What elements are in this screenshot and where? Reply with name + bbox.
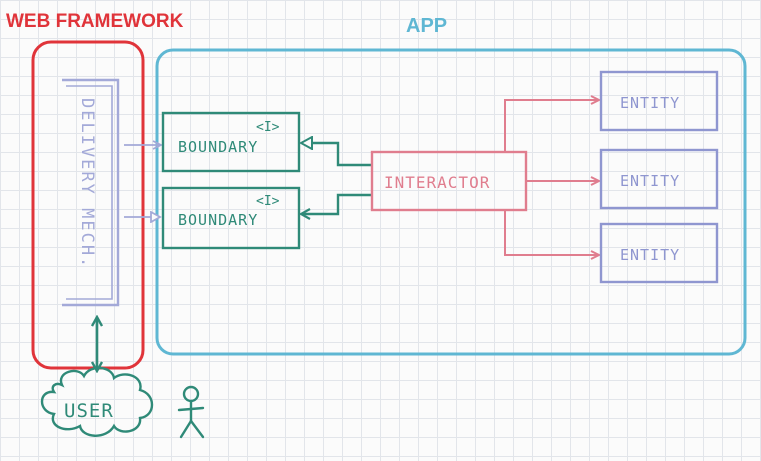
- boundary-bottom-interface-marker: <I>: [256, 194, 280, 209]
- delivery-mechanism: DELIVERY MECH.: [62, 78, 120, 307]
- entity-1-label: ENTITY: [620, 94, 680, 112]
- interactor-to-entity-1-arrow: [504, 100, 598, 152]
- entity-3: ENTITY: [599, 222, 719, 284]
- user-cloud: USER: [40, 366, 154, 437]
- app-title: APP: [406, 15, 447, 37]
- entity-2-label: ENTITY: [620, 172, 680, 190]
- web-framework-container: [31, 40, 145, 370]
- boundary-bottom: <I> BOUNDARY: [161, 186, 301, 250]
- interactor-to-entity-3-arrow: [504, 210, 598, 255]
- app-container: [155, 48, 747, 356]
- web-framework-title: WEB FRAMEWORK: [6, 11, 184, 32]
- entity-1: ENTITY: [599, 70, 719, 132]
- boundary-top-interface-marker: <I>: [256, 120, 280, 135]
- boundary-top: <I> BOUNDARY: [161, 111, 301, 173]
- boundary-top-label: BOUNDARY: [178, 138, 258, 156]
- user-label: USER: [64, 400, 114, 422]
- entity-2: ENTITY: [599, 148, 719, 210]
- interactor-implements-boundary-arrow: [302, 143, 372, 167]
- delivery-mech-label: DELIVERY MECH.: [77, 98, 97, 269]
- entity-3-label: ENTITY: [620, 246, 680, 264]
- boundary-bottom-label: BOUNDARY: [178, 211, 258, 229]
- interactor-label: INTERACTOR: [384, 173, 490, 192]
- stick-figure-icon: [177, 385, 205, 439]
- interactor: INTERACTOR: [370, 150, 528, 212]
- interactor-uses-boundary-arrow: [302, 193, 372, 214]
